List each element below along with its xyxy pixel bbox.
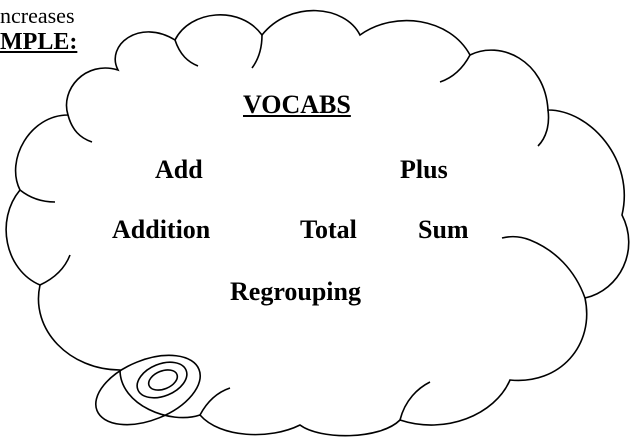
cloud-outline	[5, 9, 630, 437]
cloud-fold-right	[501, 235, 586, 299]
cloud-fold-top-right	[439, 54, 471, 83]
cloud-fold-right-top	[537, 109, 550, 147]
cloud-fold-left-top	[67, 114, 93, 143]
cloud-title: VOCABS	[243, 90, 351, 119]
cloud-fold-left-bottom	[39, 254, 71, 286]
cloud-fold-bottom-left	[199, 387, 231, 416]
vocab-word-add: Add	[155, 155, 203, 184]
thought-bubble-large	[94, 354, 202, 426]
vocab-word-addition: Addition	[112, 215, 211, 244]
cloud-fold-top-middle	[251, 34, 263, 69]
example-heading: MPLE:	[0, 29, 78, 55]
vocab-word-sum: Sum	[418, 215, 469, 244]
vocab-word-plus: Plus	[400, 155, 448, 184]
vocab-word-total: Total	[300, 215, 357, 244]
vocab-word-regrouping: Regrouping	[230, 277, 361, 306]
cloud-fold-bottom-right	[399, 381, 431, 421]
thought-bubble-medium	[136, 361, 188, 399]
cloud-fold-left-middle	[19, 189, 56, 203]
thought-bubble-small	[147, 369, 179, 391]
cut-off-text-increases: ncreases	[0, 3, 75, 28]
cloud-fold-top-left	[174, 39, 199, 67]
